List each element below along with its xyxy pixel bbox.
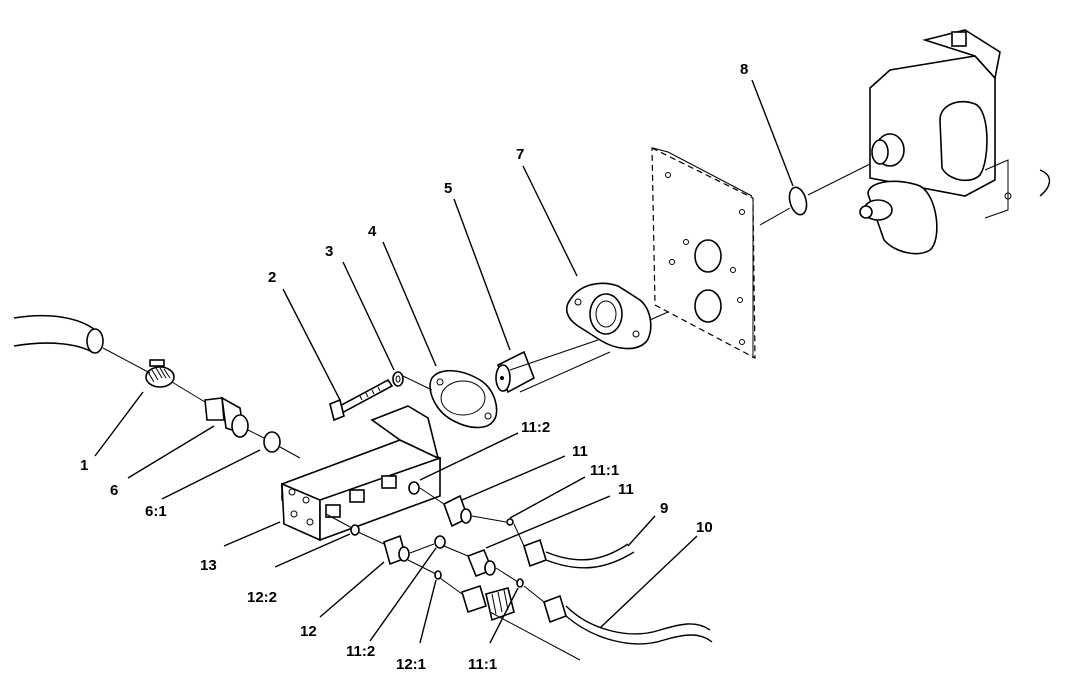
gasket bbox=[429, 369, 498, 429]
o-ring-12-2 bbox=[350, 524, 360, 536]
pump-housing bbox=[859, 29, 1051, 255]
callout-labels: 1 2 3 4 5 6 6:1 7 8 9 10 11 11 11:1 11:1… bbox=[80, 61, 748, 673]
callout-11-upper: 11 bbox=[572, 443, 588, 460]
assembly-centerlines bbox=[102, 163, 871, 661]
callout-11-1-lower: 11:1 bbox=[468, 656, 497, 673]
o-ring-11-2-upper bbox=[408, 481, 420, 495]
coupler bbox=[495, 350, 535, 394]
callout-4: 4 bbox=[368, 223, 377, 240]
gear-pump-body bbox=[281, 405, 441, 542]
callout-8: 8 bbox=[740, 61, 748, 78]
callout-1: 1 bbox=[80, 457, 88, 474]
callout-3: 3 bbox=[325, 243, 333, 260]
callout-12-2: 12:2 bbox=[247, 589, 277, 606]
callout-7: 7 bbox=[516, 146, 524, 163]
callout-6-1: 6:1 bbox=[145, 503, 167, 520]
o-ring-8 bbox=[788, 186, 808, 216]
callout-11-2-upper: 11:2 bbox=[521, 419, 550, 436]
hose-clamp bbox=[145, 359, 175, 388]
o-ring-11-1-lower bbox=[516, 578, 524, 588]
washer bbox=[392, 371, 404, 387]
mounting-plate bbox=[651, 147, 756, 360]
o-ring-11-1-upper bbox=[506, 518, 514, 526]
callout-11-2-lower: 11:2 bbox=[346, 643, 375, 660]
callout-12-1: 12:1 bbox=[396, 656, 426, 673]
fitting-11-upper bbox=[443, 494, 472, 528]
adapter-flange bbox=[565, 282, 652, 350]
fitting-12 bbox=[383, 534, 410, 566]
fitting-11-lower bbox=[466, 548, 496, 578]
o-ring-6-1 bbox=[263, 431, 281, 453]
callout-2: 2 bbox=[268, 269, 276, 286]
hydraulic-tube-10 bbox=[461, 584, 713, 645]
suction-hose bbox=[13, 314, 104, 354]
hose-barb-fitting bbox=[204, 396, 249, 438]
callout-5: 5 bbox=[444, 180, 452, 197]
o-ring-11-2-lower bbox=[434, 535, 446, 549]
callout-10: 10 bbox=[696, 519, 713, 536]
o-ring-12-1 bbox=[434, 570, 442, 580]
callout-11-1-upper: 11:1 bbox=[590, 462, 619, 479]
callout-12: 12 bbox=[300, 623, 317, 640]
bolt bbox=[329, 378, 394, 422]
hydraulic-tube-9 bbox=[523, 538, 635, 569]
callout-6: 6 bbox=[110, 482, 118, 499]
callout-9: 9 bbox=[660, 500, 668, 517]
leader-lines bbox=[94, 79, 794, 644]
callout-13: 13 bbox=[200, 557, 217, 574]
callout-11-lower: 11 bbox=[618, 481, 634, 498]
